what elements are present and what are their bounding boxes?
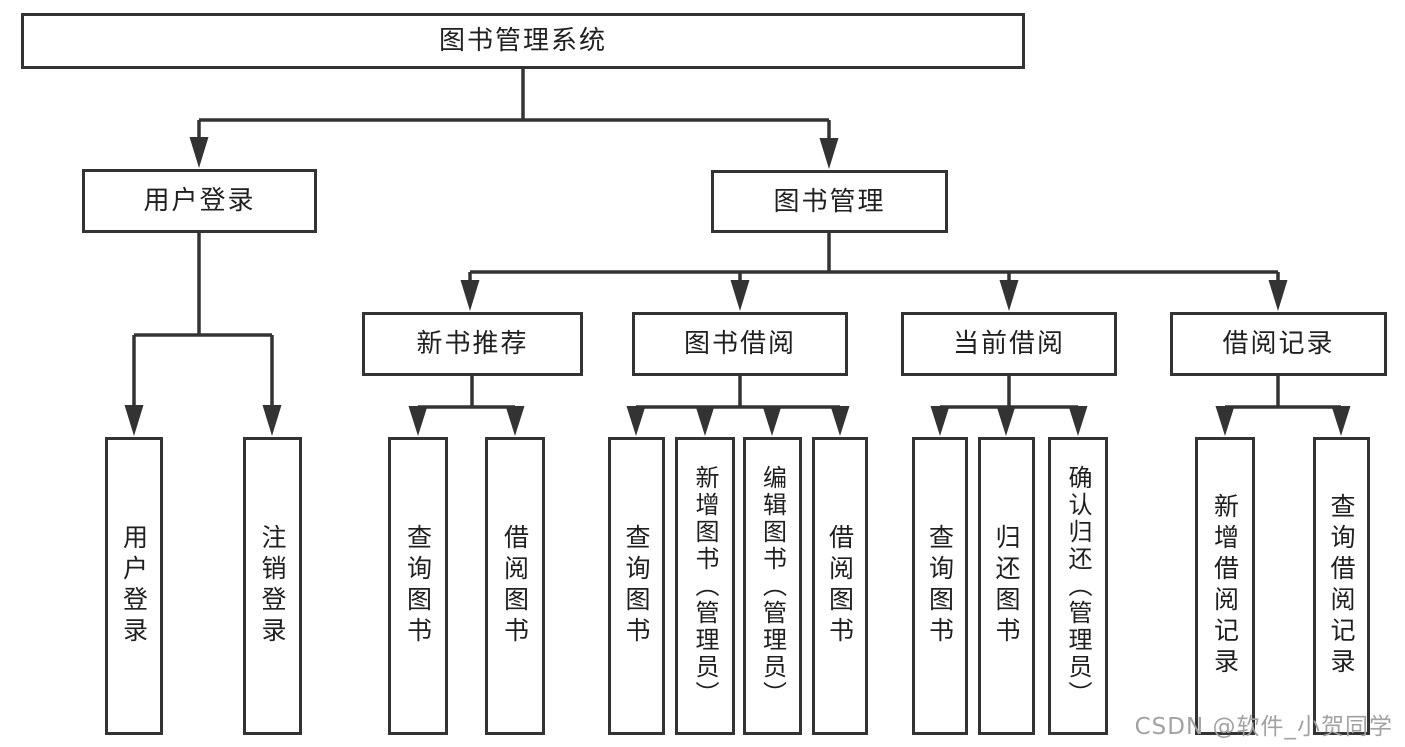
leaf-query-books-2: 查询图书: [608, 437, 665, 735]
leaf-edit-books-admin: 编辑图书（管理员）: [743, 437, 802, 735]
node-borrowing-records: 借阅记录: [1170, 312, 1387, 376]
leaf-add-borrow-record: 新增借阅记录: [1195, 437, 1255, 735]
node-user-login: 用户登录: [82, 169, 317, 233]
csdn-watermark: CSDN @软件_小贺同学: [1134, 714, 1393, 740]
leaf-label: 编辑图书（管理员）: [758, 464, 787, 708]
leaf-label: 查询图书: [622, 524, 651, 648]
node-label: 当前借阅: [952, 329, 1065, 359]
node-label: 新书推荐: [416, 329, 529, 359]
node-label: 用户登录: [143, 186, 256, 216]
leaf-borrow-books-1: 借阅图书: [485, 437, 545, 735]
leaf-label: 新增借阅记录: [1210, 493, 1240, 679]
leaf-label: 查询借阅记录: [1327, 493, 1356, 679]
leaf-user-login: 用户登录: [105, 437, 163, 735]
node-new-book-recommend: 新书推荐: [362, 312, 583, 376]
leaf-label: 查询图书: [925, 524, 955, 648]
leaf-label: 新增图书（管理员）: [691, 464, 719, 708]
leaf-label: 确认归还（管理员）: [1064, 464, 1092, 708]
node-current-borrowing: 当前借阅: [901, 312, 1117, 376]
leaf-label: 用户登录: [119, 524, 149, 648]
leaf-label: 借阅图书: [825, 524, 855, 648]
leaf-add-books-admin: 新增图书（管理员）: [675, 437, 735, 735]
leaf-query-books-1: 查询图书: [388, 437, 448, 735]
leaf-borrow-books-2: 借阅图书: [812, 437, 868, 735]
leaf-label: 注销登录: [258, 524, 287, 648]
leaf-confirm-return-admin: 确认归还（管理员）: [1048, 437, 1108, 735]
leaf-logout: 注销登录: [243, 437, 302, 735]
node-label: 借阅记录: [1222, 329, 1335, 359]
node-library-management-system: 图书管理系统: [21, 13, 1025, 69]
node-book-management: 图书管理: [711, 170, 948, 233]
leaf-label: 借阅图书: [500, 524, 530, 648]
leaf-query-books-3: 查询图书: [912, 437, 968, 735]
leaf-label: 归还图书: [992, 524, 1021, 648]
leaf-label: 查询图书: [403, 524, 433, 648]
node-label: 图书借阅: [683, 329, 796, 359]
leaf-return-books: 归还图书: [978, 437, 1035, 735]
node-label: 图书管理: [773, 186, 886, 217]
node-book-borrowing: 图书借阅: [632, 312, 848, 376]
arrowheads: [124, 137, 1351, 436]
leaf-query-borrow-record: 查询借阅记录: [1313, 437, 1370, 735]
node-label: 图书管理系统: [438, 26, 607, 56]
